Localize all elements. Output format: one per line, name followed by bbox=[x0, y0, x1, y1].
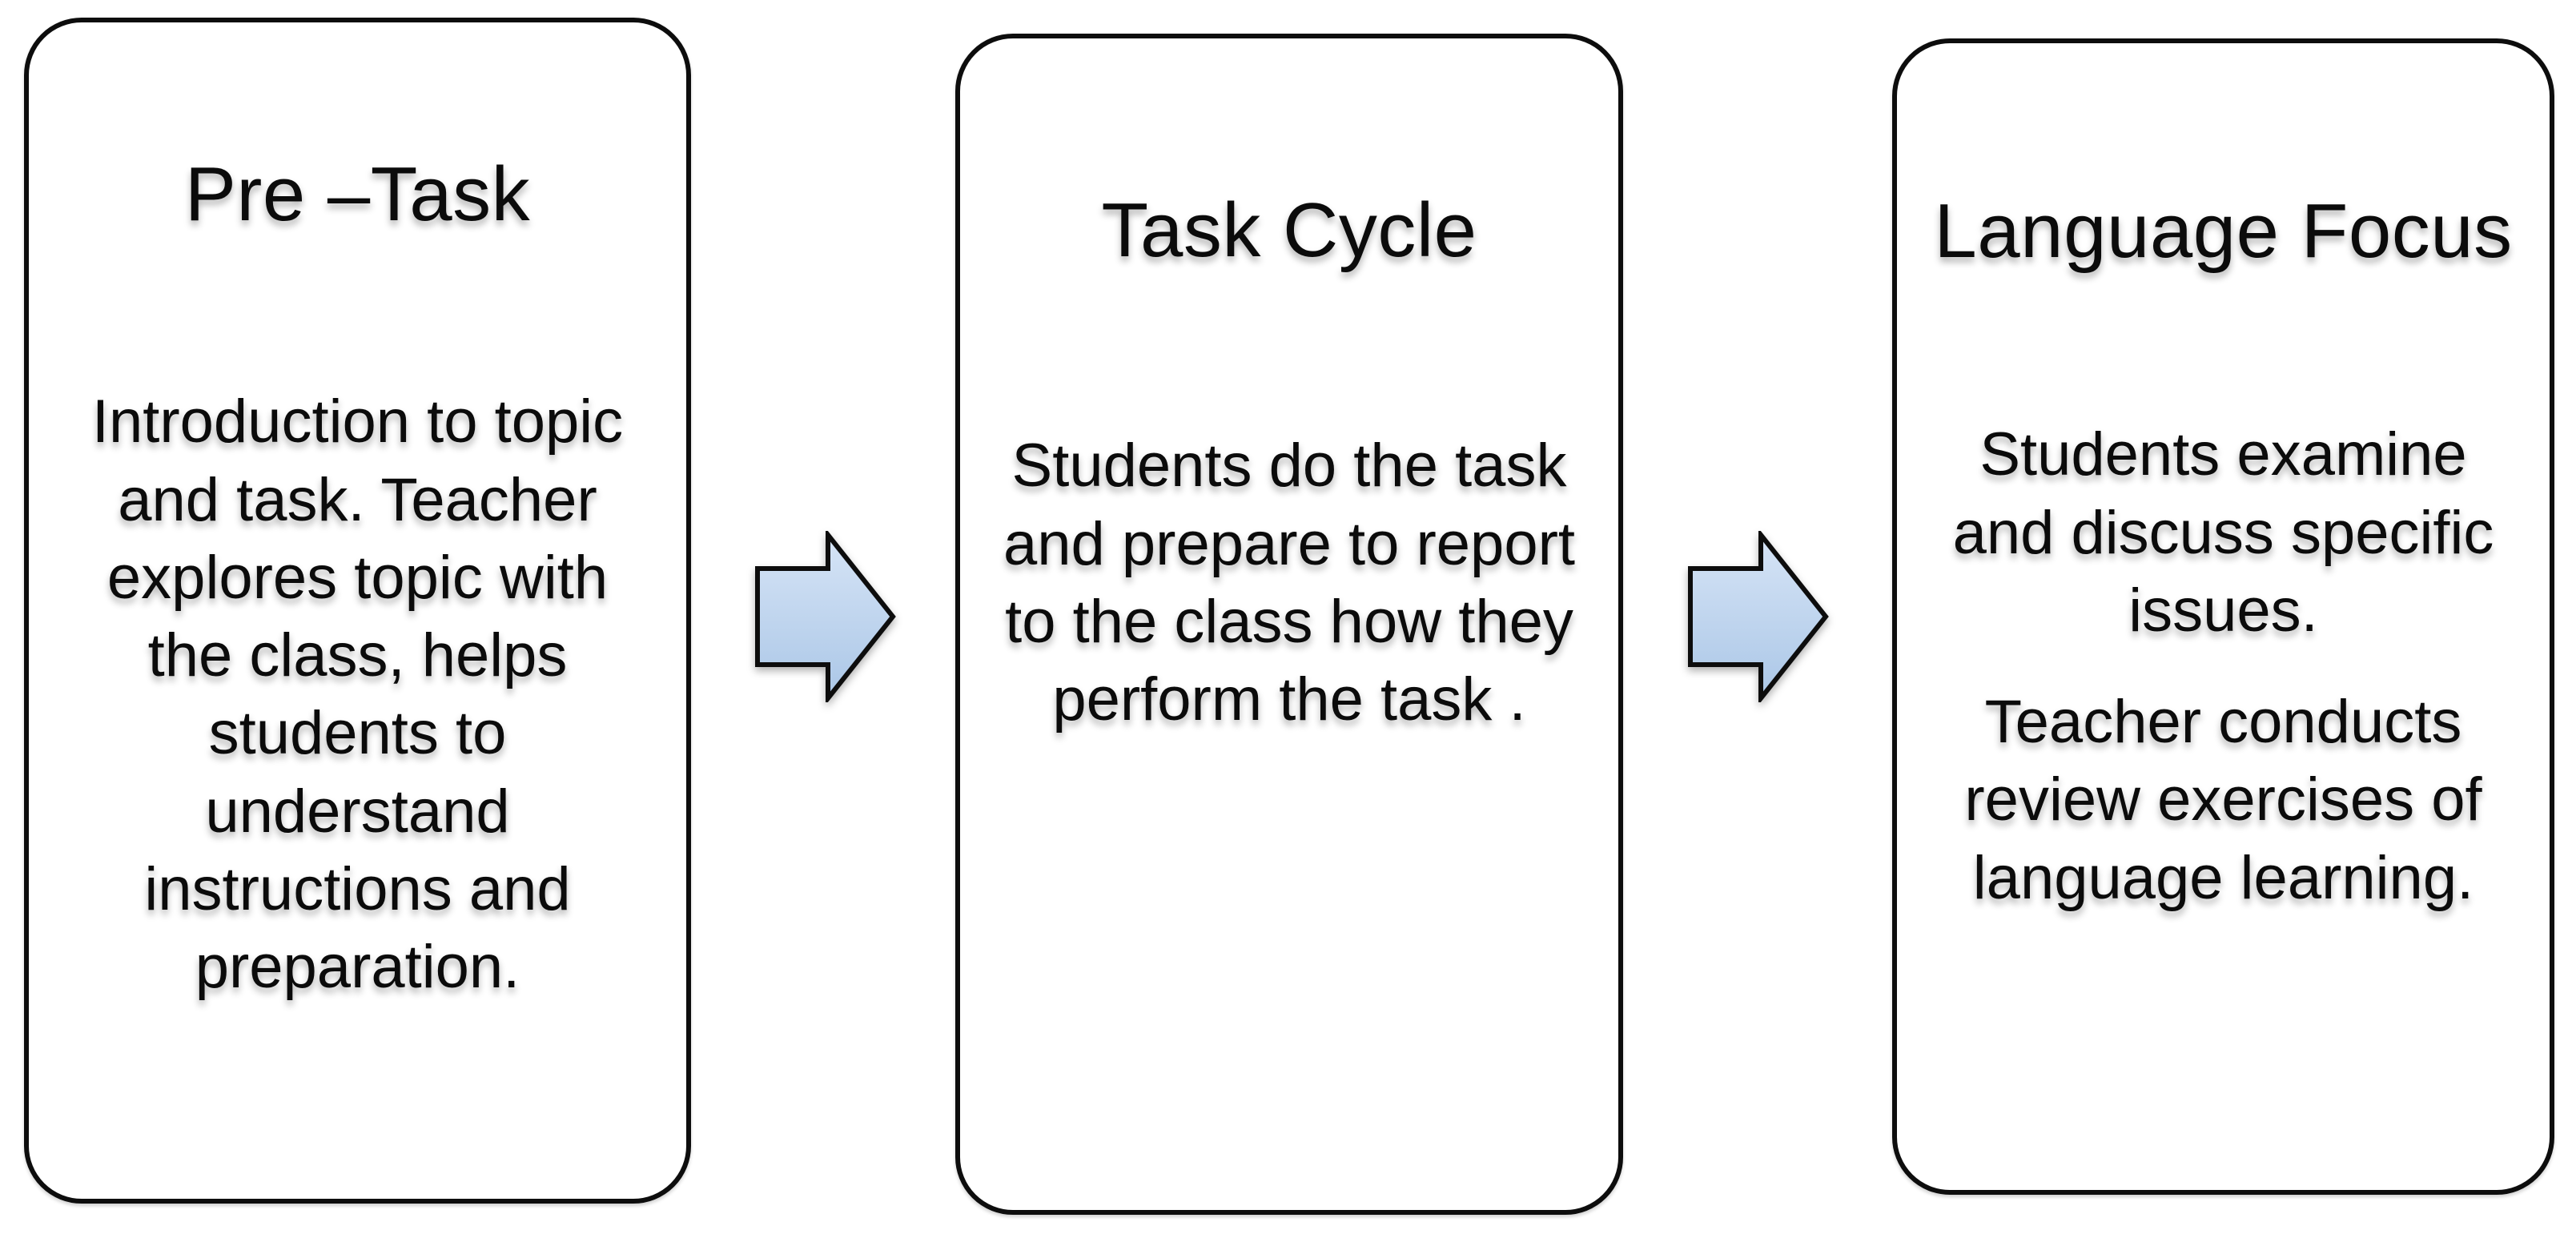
flow-arrow-icon bbox=[1688, 531, 1829, 702]
stage-description: Students do the task and prepare to repo… bbox=[960, 427, 1618, 738]
stage-box-task-cycle: Task Cycle Students do the task and prep… bbox=[955, 34, 1623, 1215]
stage-paragraph: Teacher conducts review exercises of lan… bbox=[1964, 688, 2482, 912]
stage-title: Pre –Task bbox=[184, 151, 531, 237]
stage-paragraph: Introduction to topic and task. Teacher … bbox=[91, 388, 624, 1002]
flow-arrow-icon bbox=[755, 531, 896, 702]
stage-paragraph: Students do the task and prepare to repo… bbox=[1003, 432, 1576, 734]
stage-title: Language Focus bbox=[1934, 188, 2513, 274]
stage-box-language-focus: Language Focus Students examine and disc… bbox=[1892, 38, 2554, 1195]
stage-description: Students examine and discuss specific is… bbox=[1897, 416, 2550, 917]
stage-box-pre-task: Pre –Task Introduction to topic and task… bbox=[24, 18, 691, 1204]
stage-paragraph: Students examine and discuss specific is… bbox=[1952, 420, 2494, 645]
stage-description: Introduction to topic and task. Teacher … bbox=[29, 383, 686, 1006]
stage-title: Task Cycle bbox=[1101, 187, 1477, 273]
